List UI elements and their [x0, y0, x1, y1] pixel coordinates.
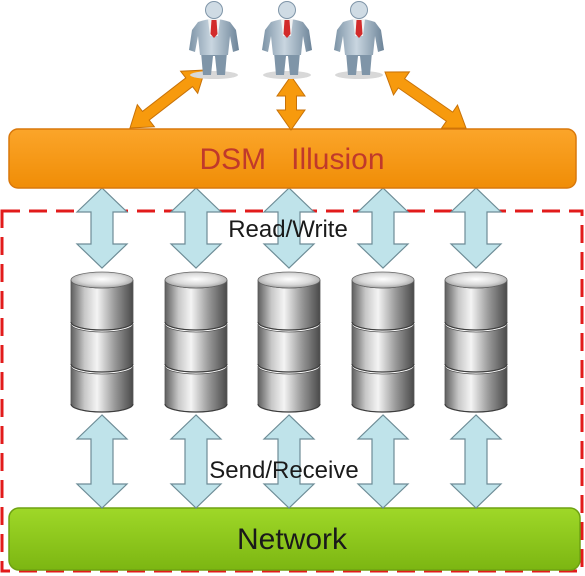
nodes-group — [70, 271, 508, 413]
business-person-icon — [262, 1, 312, 79]
read-write-arrow-5 — [449, 187, 503, 269]
database-cylinder-icon — [444, 271, 508, 413]
network-label: Network — [237, 523, 348, 556]
database-cylinder-icon — [164, 271, 228, 413]
business-person-icon — [189, 1, 239, 79]
read-write-arrow-3 — [262, 187, 316, 269]
send-receive-label: Send/Receive — [209, 457, 358, 484]
database-cylinder-icon — [351, 271, 415, 413]
dsm-illusion-bar — [8, 128, 577, 189]
read-write-arrow-1 — [75, 187, 129, 269]
business-person-icon — [334, 1, 384, 79]
database-cylinder-icon — [70, 271, 134, 413]
blue-arrows — [75, 187, 503, 509]
send-receive-arrow-5 — [449, 414, 503, 509]
send-receive-arrow-3 — [262, 414, 316, 509]
database-cylinder-icon — [257, 271, 321, 413]
dsm-illusion-label: DSM Illusion — [199, 143, 384, 176]
read-write-arrow-4 — [356, 187, 410, 269]
network-bar — [8, 507, 581, 571]
send-receive-arrow-4 — [356, 414, 410, 509]
read-write-arrow-2 — [169, 187, 223, 269]
user-access-arrow-1 — [129, 69, 206, 129]
send-receive-arrow-1 — [75, 414, 129, 509]
dashed-boundary — [0, 209, 584, 573]
send-receive-arrow-2 — [169, 414, 223, 509]
read-write-label: Read/Write — [228, 216, 348, 243]
orange-arrows — [129, 69, 467, 131]
users-group — [189, 1, 384, 79]
user-access-arrow-2 — [276, 75, 306, 131]
user-access-arrow-3 — [384, 71, 467, 129]
